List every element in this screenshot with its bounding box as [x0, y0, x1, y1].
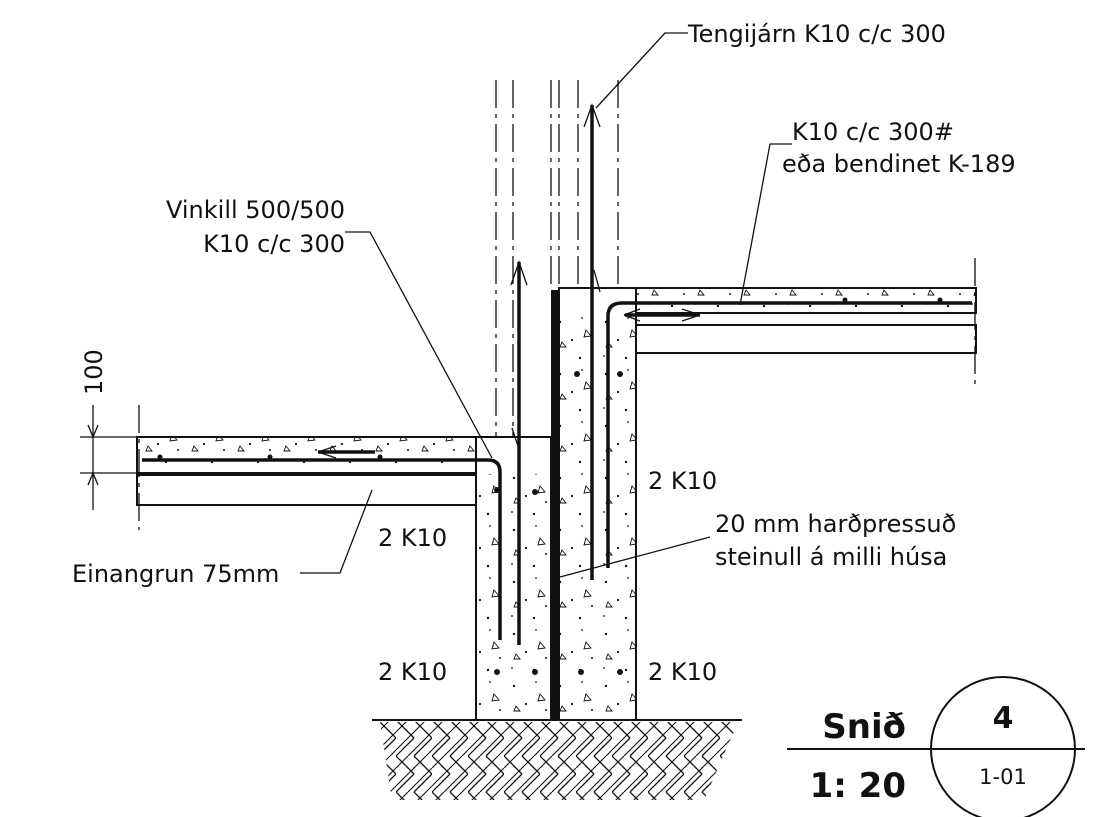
- label-corner-line1: Vinkill 500/500: [166, 196, 345, 224]
- mineral-wool-gap: [551, 290, 559, 720]
- leader-insulation: [300, 489, 373, 574]
- right-insulation: [635, 324, 977, 354]
- label-bars-left-upper: 2 K10: [378, 524, 447, 552]
- label-bars-left-lower: 2 K10: [378, 658, 447, 686]
- section-circle: [930, 676, 1076, 817]
- soil-hatch: [380, 722, 738, 800]
- leader-corner-bar: [345, 231, 493, 459]
- section-word: Snið: [822, 707, 906, 747]
- label-tie-bars: Tengijárn K10 c/c 300: [687, 20, 946, 48]
- label-insulation: Einangrun 75mm: [72, 560, 279, 588]
- leader-gap: [559, 536, 711, 578]
- label-gap-line1: 20 mm harðpressuð: [715, 510, 956, 538]
- label-mesh-line2: eða bendinet K-189: [782, 150, 1016, 178]
- section-number: 4: [993, 701, 1014, 736]
- label-bars-right-lower: 2 K10: [648, 658, 717, 686]
- title-block: Snið 1: 20 4 1-01: [787, 676, 1085, 817]
- right-corner-rebar: [606, 301, 972, 568]
- label-mesh-line1: K10 c/c 300#: [792, 118, 954, 146]
- label-corner-line2: K10 c/c 300: [203, 230, 345, 258]
- leader-mesh: [739, 143, 792, 306]
- left-insulation: [136, 474, 478, 506]
- label-gap-line2: steinull á milli húsa: [715, 543, 947, 571]
- scale-text: 1: 20: [810, 766, 906, 806]
- leader-tie-bars: [595, 32, 688, 109]
- dimension-label: 100: [80, 349, 108, 395]
- left-corner-rebar: [142, 458, 502, 640]
- sheet-number: 1-01: [979, 765, 1027, 789]
- rebar-dots: [157, 297, 943, 675]
- label-bars-right-upper: 2 K10: [648, 467, 717, 495]
